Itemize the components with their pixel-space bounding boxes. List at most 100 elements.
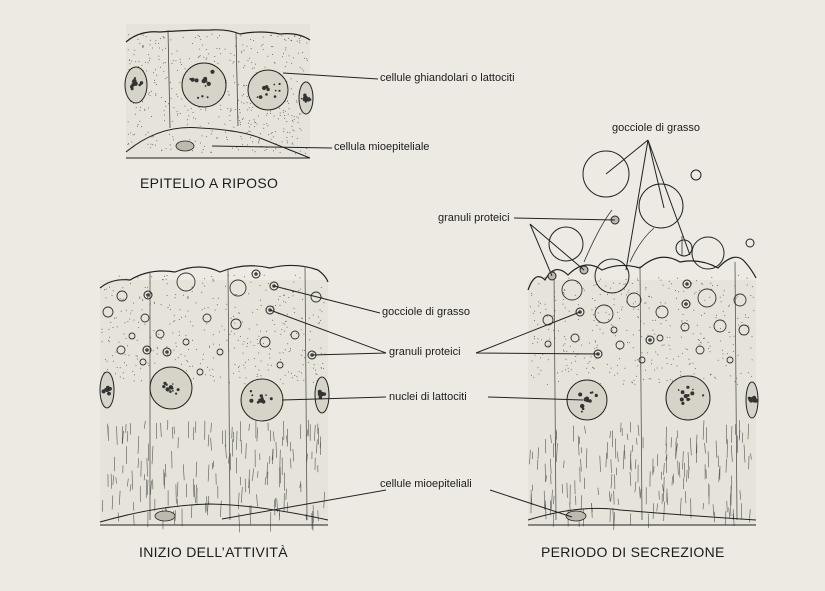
stipple-dot [230,53,231,54]
stipple-dot [205,110,206,111]
stipple-dot [165,106,166,107]
stipple-dot [285,49,286,50]
stipple-dot [632,283,633,284]
chromatin-speck [681,390,685,394]
stipple-dot [316,373,317,374]
stipple-dot [280,359,281,360]
stipple-dot [735,381,736,382]
label-myoepithelial-cell: cellula mioepiteliale [334,141,429,154]
stipple-dot [290,348,291,349]
stipple-dot [199,56,200,57]
stipple-dot [258,142,259,143]
stipple-dot [195,118,196,119]
stipple-dot [112,295,113,296]
stipple-dot [164,276,165,277]
stipple-dot [250,39,251,40]
stipple-dot [161,97,162,98]
stipple-dot [649,308,650,309]
stipple-dot [227,139,228,140]
stipple-dot [137,340,138,341]
stipple-dot [258,141,259,142]
stipple-dot [257,376,258,377]
stipple-dot [225,286,226,287]
stipple-dot [236,147,237,148]
stipple-dot [666,320,667,321]
stipple-dot [148,62,149,63]
stipple-dot [295,153,296,154]
stipple-dot [600,279,601,280]
stipple-dot [139,61,140,62]
stipple-dot [280,334,281,335]
stipple-dot [187,124,188,125]
stipple-dot [594,348,595,349]
stipple-dot [130,283,131,284]
stipple-dot [563,304,564,305]
stipple-dot [264,275,265,276]
stipple-dot [619,318,620,319]
stipple-dot [310,331,311,332]
stipple-dot [531,295,532,296]
stipple-dot [699,340,700,341]
stipple-dot [658,277,659,278]
stipple-dot [230,60,231,61]
stipple-dot [243,94,244,95]
stipple-dot [142,300,143,301]
stipple-dot [122,299,123,300]
stipple-dot [219,331,220,332]
stipple-dot [128,144,129,145]
stipple-dot [617,365,618,366]
stipple-dot [228,91,229,92]
stipple-dot [285,111,286,112]
stipple-dot [319,322,320,323]
stipple-dot [268,370,269,371]
stipple-dot [721,301,722,302]
stipple-dot [588,372,589,373]
stipple-dot [259,336,260,337]
stipple-dot [266,290,267,291]
stipple-dot [166,148,167,149]
stipple-dot [241,52,242,53]
stipple-dot [188,110,189,111]
stipple-dot [575,295,576,296]
stipple-dot [230,120,231,121]
label-lactocyte-nuclei: nuclei di lattociti [389,391,467,404]
stipple-dot [139,297,140,298]
stipple-dot [619,358,620,359]
stipple-dot [131,142,132,143]
stipple-dot [535,355,536,356]
stipple-dot [626,294,627,295]
stipple-dot [154,363,155,364]
chromatin-speck [202,79,206,83]
stipple-dot [634,380,635,381]
stipple-dot [145,287,146,288]
stipple-dot [152,137,153,138]
stipple-dot [225,132,226,133]
stipple-dot [537,342,538,343]
stipple-dot [282,141,283,142]
stipple-dot [309,318,310,319]
chromatin-speck [265,394,267,396]
stipple-dot [157,353,158,354]
stipple-dot [126,338,127,339]
stipple-dot [128,121,129,122]
stipple-dot [141,126,142,127]
stipple-dot [198,57,199,58]
stipple-dot [205,108,206,109]
chromatin-speck [307,98,311,102]
stipple-dot [271,139,272,140]
stipple-dot [299,42,300,43]
stipple-dot [690,363,691,364]
stipple-dot [703,338,704,339]
stipple-dot [167,275,168,276]
stipple-dot [233,76,234,77]
stipple-dot [211,276,212,277]
stipple-dot [154,302,155,303]
stipple-dot [281,329,282,330]
stipple-dot [145,134,146,135]
stipple-dot [210,375,211,376]
stipple-dot [251,124,252,125]
chromatin-speck [165,384,167,386]
stipple-dot [153,330,154,331]
stipple-dot [172,121,173,122]
stipple-dot [134,50,135,51]
